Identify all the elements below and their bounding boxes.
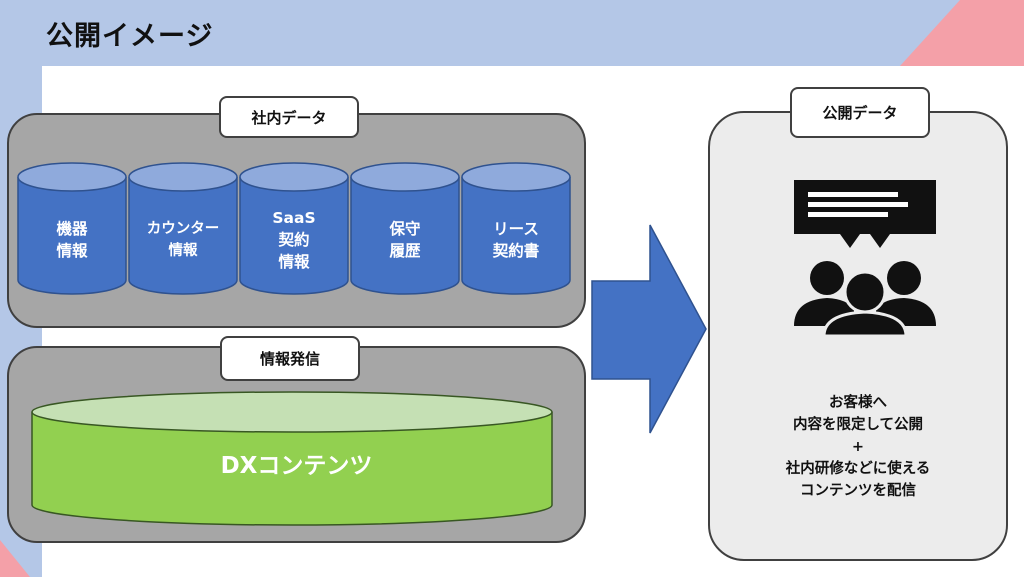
database-icon <box>461 162 571 295</box>
description-line: + <box>851 439 865 455</box>
description-line: お客様へ <box>829 395 887 411</box>
cylinder-label-counter: カウンター 情報 <box>146 221 220 259</box>
database-icon <box>350 162 460 295</box>
corner-decoration-bottom-left <box>0 540 30 577</box>
description-line: コンテンツを配信 <box>800 483 916 499</box>
audience-chat-icon <box>794 180 936 338</box>
cylinder-label-equipment: 機器 情報 <box>56 220 88 260</box>
internal-data-label: 社内データ <box>219 96 359 138</box>
dx-content-label: DXコンテンツ <box>220 453 373 479</box>
cylinder-label-saas: SaaS 契約 情報 <box>272 209 316 271</box>
public-data-label: 公開データ <box>790 87 930 138</box>
cylinder-label-maintenance: 保守 履歴 <box>389 220 421 260</box>
corner-decoration-top-right <box>900 0 1024 66</box>
database-icon <box>128 162 238 295</box>
database-icon <box>17 162 127 295</box>
header-band <box>0 0 1024 66</box>
description-line: 社内研修などに使える <box>785 461 931 477</box>
public-data-description: お客様へ 内容を限定して公開 + 社内研修などに使える コンテンツを配信 <box>708 392 1008 502</box>
page-title: 公開イメージ <box>46 21 214 52</box>
cylinder-label-lease: リース 契約書 <box>492 220 540 260</box>
description-line: 内容を限定して公開 <box>792 417 924 433</box>
info-distribution-label: 情報発信 <box>220 336 360 381</box>
arrow-right-icon <box>591 224 707 434</box>
database-icon <box>239 162 349 295</box>
